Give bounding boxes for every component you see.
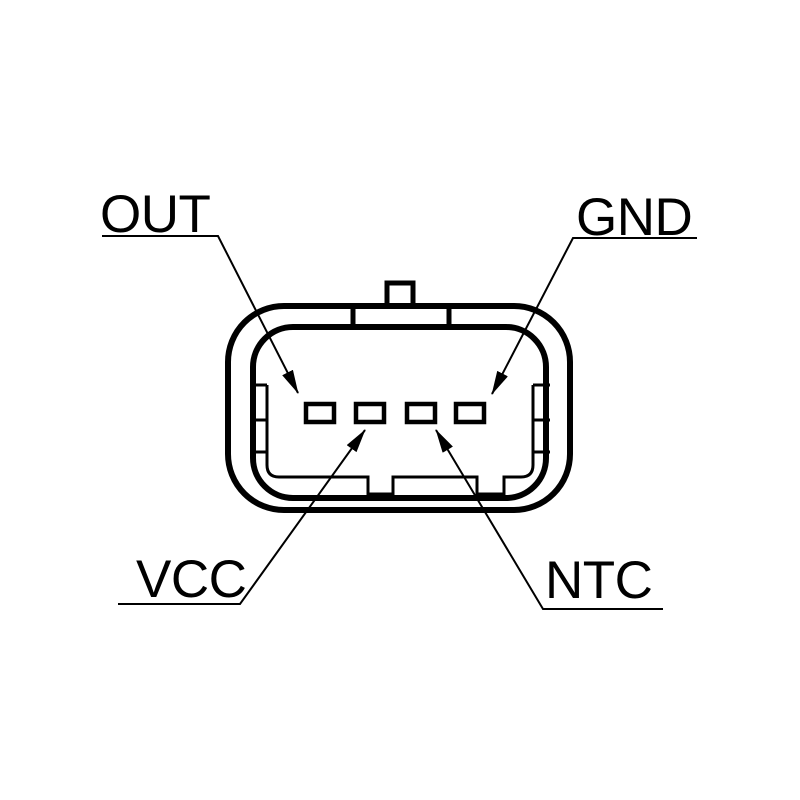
connector-outer-shell [225, 303, 573, 513]
connector-top-slot-walls [350, 305, 452, 327]
connector-keying-profile [250, 383, 550, 496]
leader-line-vcc [118, 429, 366, 605]
leader-line-gnd [491, 237, 697, 395]
pin-2-vcc [353, 401, 387, 425]
connector-inner-shell [250, 324, 549, 501]
pin-1-out [303, 401, 337, 425]
label-ntc: NTC [545, 551, 652, 610]
label-out: OUT [100, 185, 211, 244]
connector-art [102, 235, 697, 610]
pin-3-ntc [404, 401, 438, 425]
connector-key-tab [384, 280, 416, 305]
label-vcc: VCC [136, 550, 246, 609]
leader-line-ntc [435, 429, 663, 610]
label-gnd: GND [576, 188, 692, 247]
leader-line-out [102, 235, 299, 394]
pin-4-gnd [453, 401, 487, 425]
